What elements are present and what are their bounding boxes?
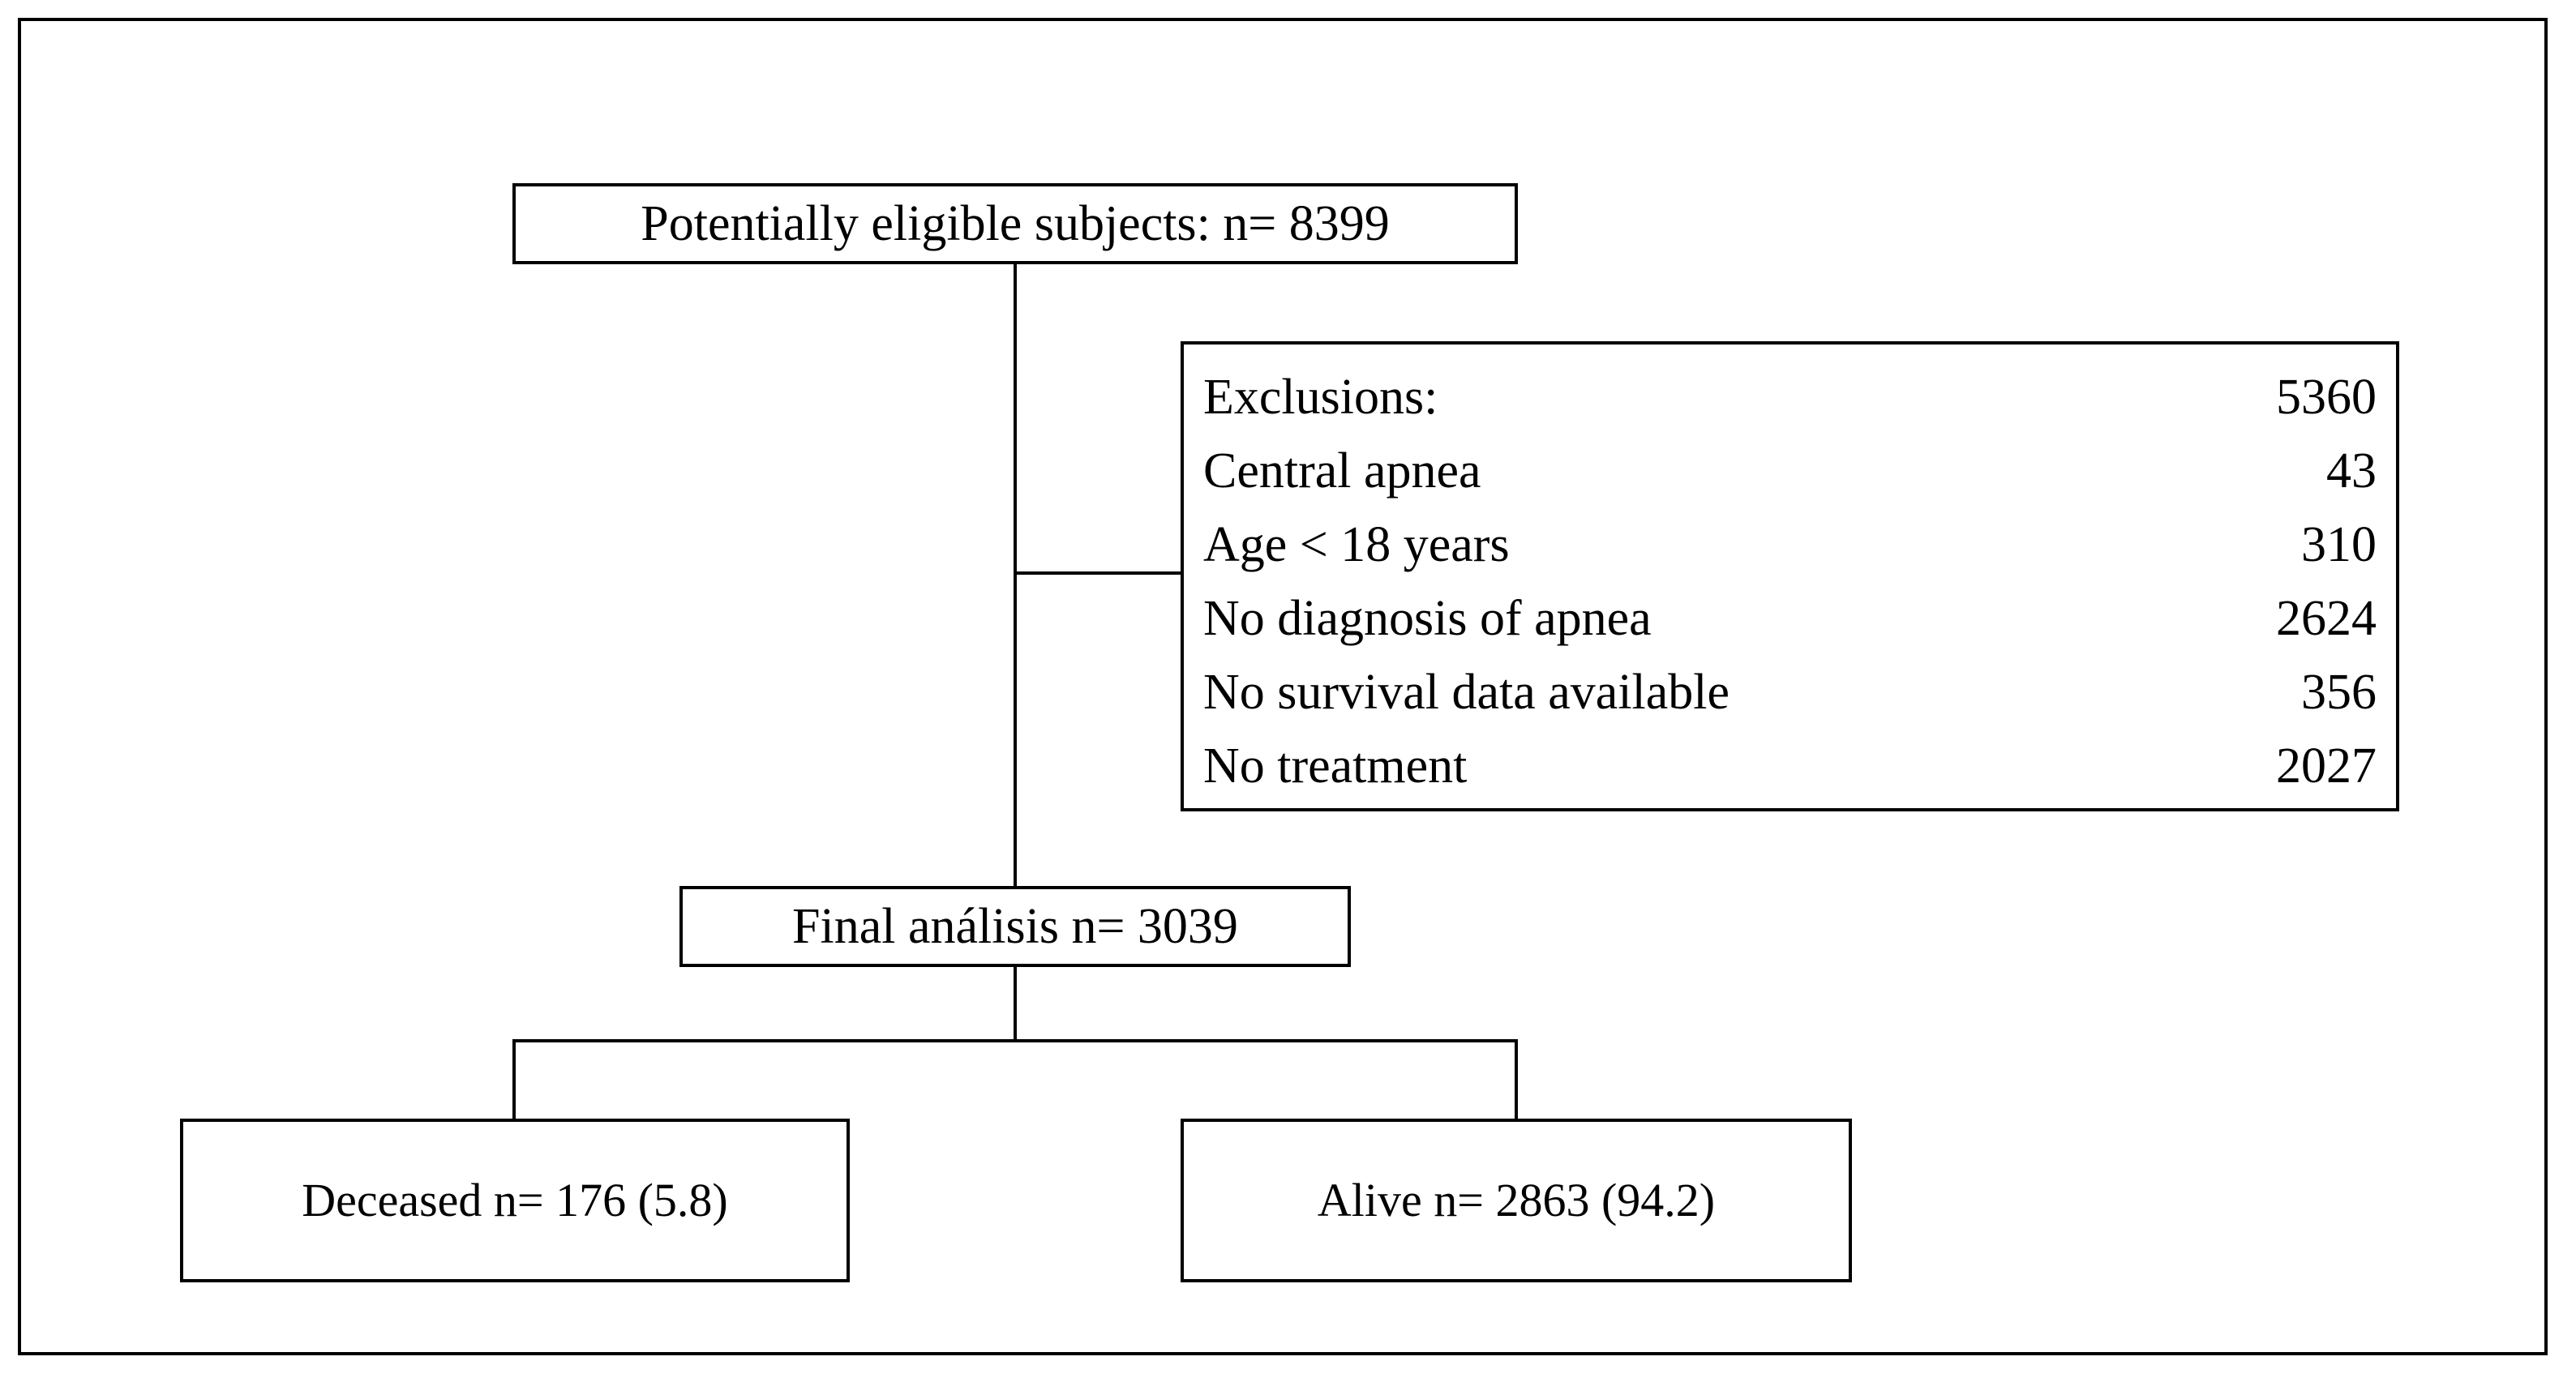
exclusion-count: 2624 [2276,591,2377,646]
exclusion-count: 310 [2301,517,2377,572]
exclusion-count: 2027 [2276,738,2377,794]
exclusion-row: Exclusions: 5360 [1203,361,2377,434]
exclusion-row: Central apnea 43 [1203,434,2377,508]
exclusion-count: 43 [2326,443,2377,499]
final-analysis-box: Final análisis n= 3039 [679,886,1351,967]
connector-to-deceased [512,1039,516,1120]
exclusion-label: Exclusions: [1203,370,1438,425]
connector-top-to-final [1014,263,1017,888]
deceased-label: Deceased n= 176 (5.8) [302,1174,728,1226]
exclusion-count: 5360 [2276,370,2377,425]
connector-to-exclusions [1014,571,1184,575]
exclusion-label: Central apnea [1203,443,1481,499]
exclusion-label: No diagnosis of apnea [1203,591,1652,646]
deceased-box: Deceased n= 176 (5.8) [180,1119,850,1282]
final-analysis-label: Final análisis n= 3039 [792,899,1238,954]
exclusion-row: No treatment 2027 [1203,730,2377,803]
exclusion-row: Age < 18 years 310 [1203,508,2377,582]
exclusion-row: No survival data available 356 [1203,656,2377,730]
exclusion-count: 356 [2301,665,2377,720]
connector-split [512,1039,1518,1042]
eligible-subjects-box: Potentially eligible subjects: n= 8399 [512,183,1518,264]
connector-final-to-split [1014,965,1017,1041]
alive-box: Alive n= 2863 (94.2) [1181,1119,1852,1282]
figure-frame [18,18,2548,1355]
exclusion-row: No diagnosis of apnea 2624 [1203,582,2377,656]
exclusion-label: Age < 18 years [1203,517,1510,572]
exclusion-label: No treatment [1203,738,1468,794]
exclusions-box: Exclusions: 5360 Central apnea 43 Age < … [1181,341,2399,811]
exclusion-label: No survival data available [1203,665,1730,720]
eligible-subjects-label: Potentially eligible subjects: n= 8399 [641,196,1390,251]
connector-to-alive [1515,1039,1518,1120]
alive-label: Alive n= 2863 (94.2) [1317,1174,1716,1226]
